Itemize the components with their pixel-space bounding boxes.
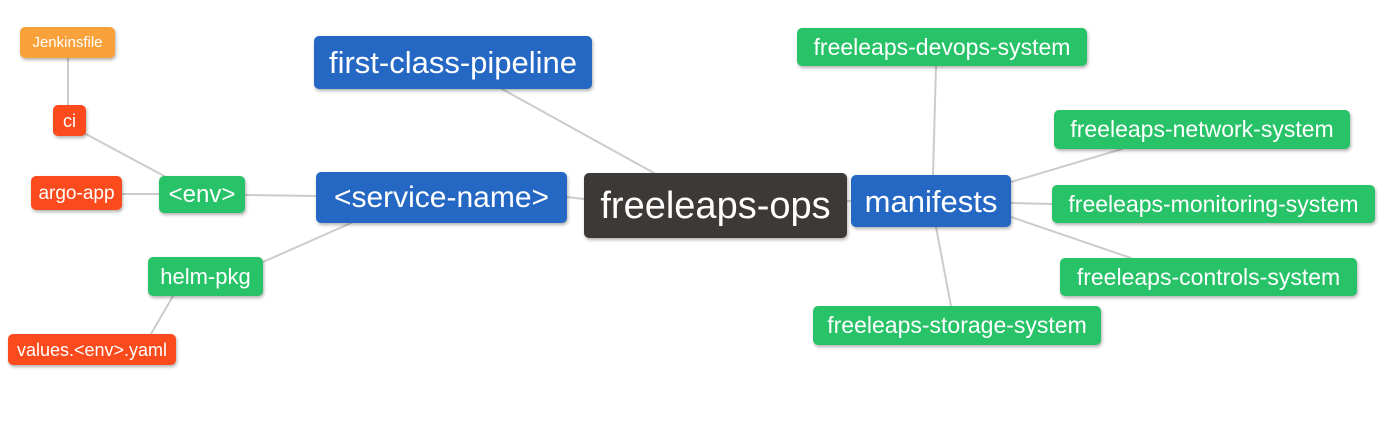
node-argo-app[interactable]: argo-app: [31, 176, 122, 210]
node-freeleaps-devops-system[interactable]: freeleaps-devops-system: [797, 28, 1087, 66]
node-freeleaps-network-system[interactable]: freeleaps-network-system: [1054, 110, 1350, 149]
node-ci[interactable]: ci: [53, 105, 86, 136]
node-env[interactable]: <env>: [159, 176, 245, 213]
node-freeleaps-monitoring-system[interactable]: freeleaps-monitoring-system: [1052, 185, 1375, 223]
node-freeleaps-ops[interactable]: freeleaps-ops: [584, 173, 847, 238]
node-manifests[interactable]: manifests: [851, 175, 1011, 227]
node-service-name[interactable]: <service-name>: [316, 172, 567, 223]
node-helm-pkg[interactable]: helm-pkg: [148, 257, 263, 296]
node-values-env-yaml[interactable]: values.<env>.yaml: [8, 334, 176, 365]
node-jenkinsfile[interactable]: Jenkinsfile: [20, 27, 115, 58]
node-first-class-pipeline[interactable]: first-class-pipeline: [314, 36, 592, 89]
node-freeleaps-controls-system[interactable]: freeleaps-controls-system: [1060, 258, 1357, 296]
node-freeleaps-storage-system[interactable]: freeleaps-storage-system: [813, 306, 1101, 345]
